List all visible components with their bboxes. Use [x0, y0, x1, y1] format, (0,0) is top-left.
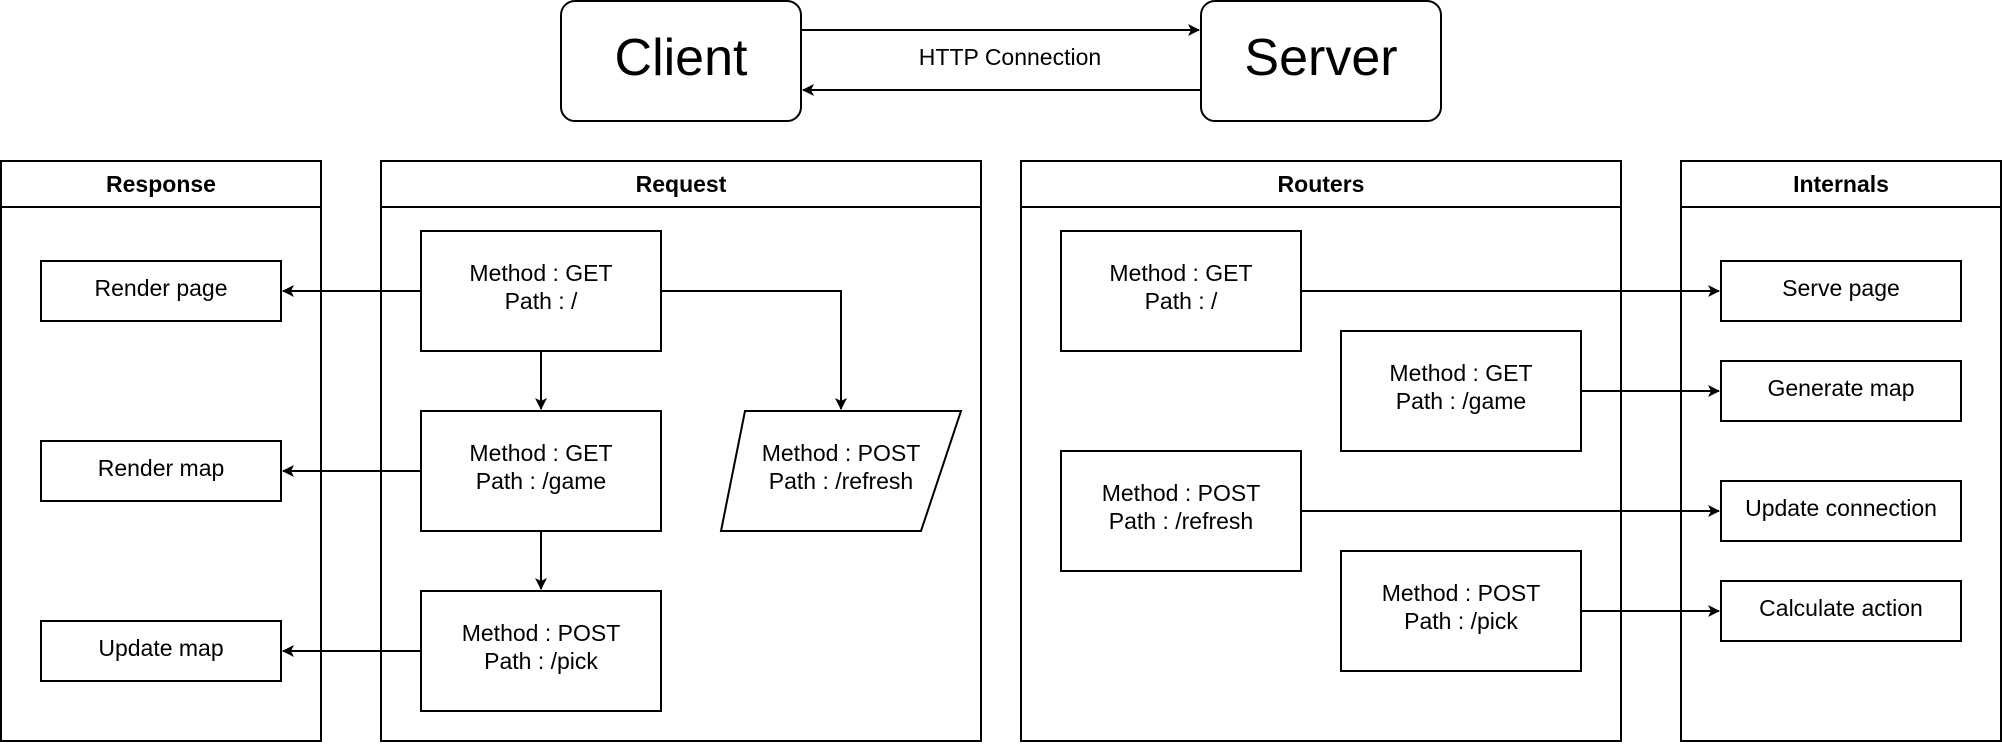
router-post-pick-method: Method : POST — [1382, 580, 1541, 606]
request-post-pick-node: Method : POST Path : /pick — [420, 590, 662, 712]
render-page-label: Render page — [95, 275, 228, 301]
update-map-label: Update map — [98, 635, 223, 661]
request-get-root-path: Path : / — [505, 288, 578, 314]
serve-page-node: Serve page — [1720, 260, 1962, 322]
router-get-game-method: Method : GET — [1389, 360, 1532, 386]
router-post-refresh-method: Method : POST — [1102, 480, 1261, 506]
request-post-refresh-path: Path : /refresh — [769, 468, 913, 494]
request-get-game-method: Method : GET — [469, 440, 612, 466]
generate-map-label: Generate map — [1767, 375, 1914, 401]
request-lane-title: Request — [636, 171, 727, 197]
request-get-game-node: Method : GET Path : /game — [420, 410, 662, 532]
update-connection-label: Update connection — [1745, 495, 1937, 521]
router-get-root-method: Method : GET — [1109, 260, 1252, 286]
render-map-label: Render map — [98, 455, 225, 481]
request-get-root-method: Method : GET — [469, 260, 612, 286]
request-post-pick-path: Path : /pick — [484, 648, 598, 674]
response-lane-title: Response — [106, 171, 216, 197]
router-post-refresh-node: Method : POST Path : /refresh — [1060, 450, 1302, 572]
serve-page-label: Serve page — [1782, 275, 1900, 301]
routers-lane-title: Routers — [1278, 171, 1365, 197]
router-get-root-path: Path : / — [1145, 288, 1218, 314]
generate-map-node: Generate map — [1720, 360, 1962, 422]
update-connection-node: Update connection — [1720, 480, 1962, 542]
render-page-node: Render page — [40, 260, 282, 322]
calculate-action-node: Calculate action — [1720, 580, 1962, 642]
server-label: Server — [1244, 29, 1397, 87]
router-get-game-node: Method : GET Path : /game — [1340, 330, 1582, 452]
update-map-node: Update map — [40, 620, 282, 682]
request-post-pick-method: Method : POST — [462, 620, 621, 646]
client-label: Client — [615, 29, 748, 87]
request-post-refresh-method: Method : POST — [762, 440, 921, 466]
request-get-root-node: Method : GET Path : / — [420, 230, 662, 352]
render-map-node: Render map — [40, 440, 282, 502]
request-post-refresh-node: Method : POST Path : /refresh — [719, 410, 963, 532]
router-get-root-node: Method : GET Path : / — [1060, 230, 1302, 352]
get-root-to-post-refresh-arrow — [661, 290, 847, 410]
client-node: Client — [560, 0, 802, 122]
internals-lane: Internals — [1680, 160, 2002, 742]
request-get-game-path: Path : /game — [476, 468, 606, 494]
router-get-game-path: Path : /game — [1396, 388, 1526, 414]
router-post-pick-path: Path : /pick — [1404, 608, 1518, 634]
internals-lane-title: Internals — [1793, 171, 1889, 197]
server-node: Server — [1200, 0, 1442, 122]
router-post-pick-node: Method : POST Path : /pick — [1340, 550, 1582, 672]
http-connection-label: HTTP Connection — [919, 44, 1101, 70]
calculate-action-label: Calculate action — [1759, 595, 1923, 621]
router-post-refresh-path: Path : /refresh — [1109, 508, 1253, 534]
